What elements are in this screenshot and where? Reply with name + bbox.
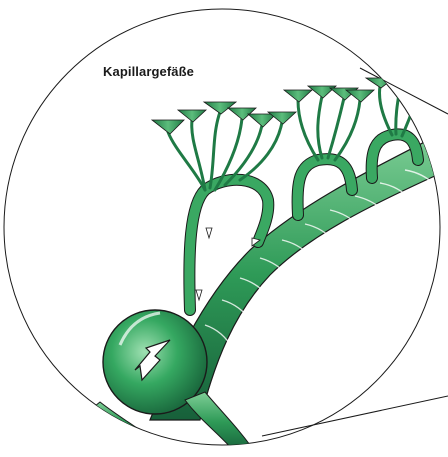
- capillary-label: Kapillargefäße: [103, 64, 194, 79]
- magnifier-circle: [4, 9, 440, 445]
